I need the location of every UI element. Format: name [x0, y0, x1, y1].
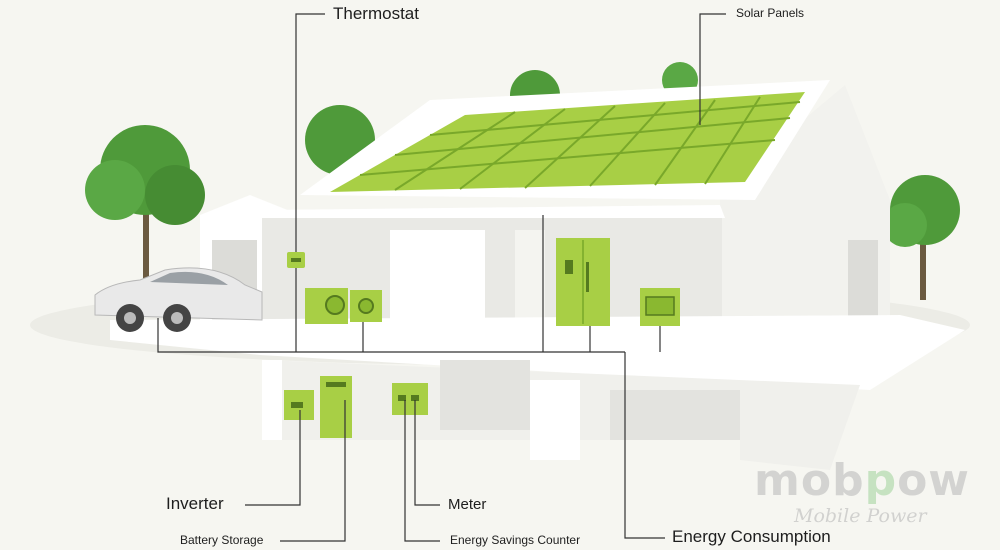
refrigerator — [556, 238, 610, 326]
label-meter: Meter — [448, 496, 487, 513]
label-solar-panels: Solar Panels — [736, 6, 805, 20]
leader-consumption — [624, 352, 665, 539]
tree-left — [85, 125, 205, 300]
washer-dryer — [305, 288, 382, 324]
label-energy-consumption: Energy Consumption — [672, 527, 831, 546]
thermostat-device — [287, 252, 305, 268]
leader-lines — [245, 13, 726, 542]
logo-tagline: Mobile Power — [794, 505, 927, 527]
label-energy-savings-counter: Energy Savings Counter — [450, 533, 581, 547]
battery-storage-device — [320, 376, 352, 438]
inverter-device — [284, 390, 314, 420]
wiring — [157, 215, 661, 353]
mobpow-logo: mobpow Mobile Power — [754, 455, 984, 535]
leader-battery — [280, 400, 346, 542]
electric-car — [94, 267, 263, 332]
leader-savings — [404, 400, 440, 542]
house — [110, 80, 965, 390]
label-inverter: Inverter — [166, 494, 224, 513]
tree-right — [883, 175, 960, 300]
leader-inverter — [245, 410, 301, 506]
label-battery-storage: Battery Storage — [180, 533, 264, 547]
label-thermostat: Thermostat — [333, 4, 419, 23]
leader-solar-panels — [699, 13, 726, 125]
leader-meter — [414, 400, 440, 506]
meter-device — [392, 383, 428, 415]
logo-wordmark: mobpow — [754, 455, 970, 506]
microwave-oven — [640, 288, 680, 326]
leader-thermostat — [295, 13, 325, 252]
solar-panel-grid — [359, 96, 801, 191]
